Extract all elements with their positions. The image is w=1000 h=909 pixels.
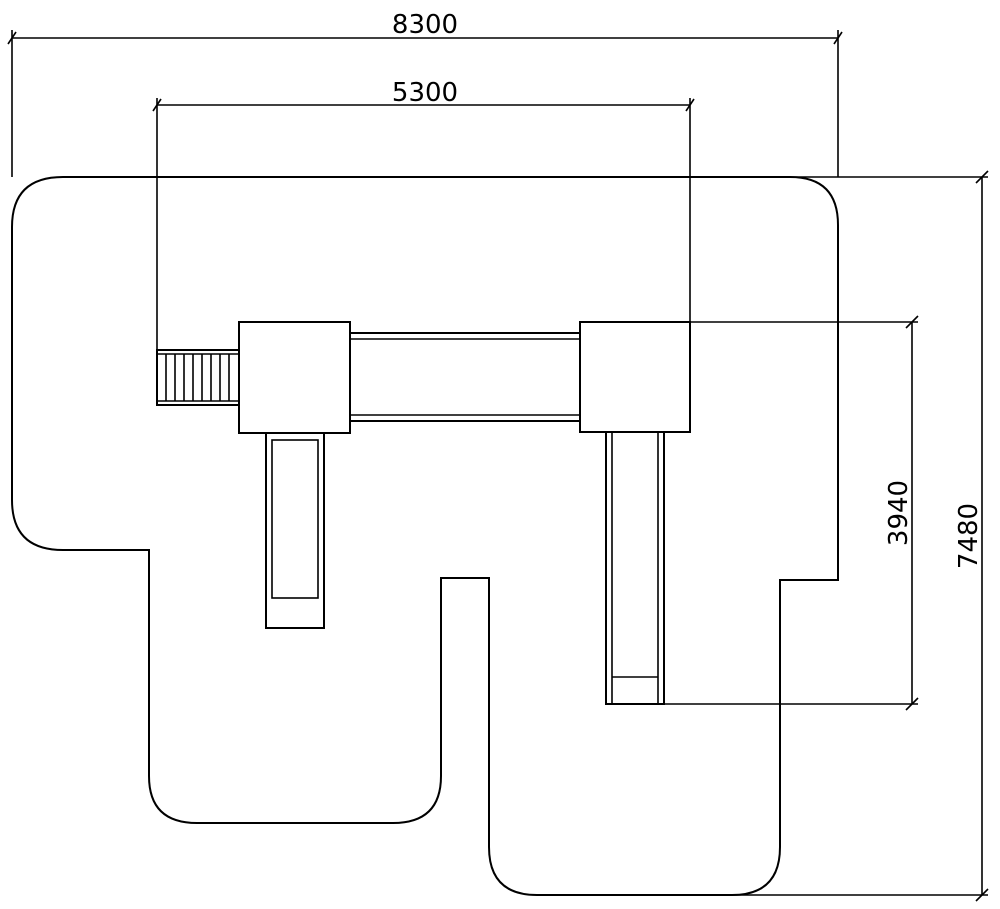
safety-zone-outline — [11, 176, 839, 896]
connecting-bridge — [349, 332, 581, 422]
structure-width-label: 5300 — [392, 78, 458, 108]
short-slide — [265, 432, 325, 629]
dimension-structure-width: 5300 — [152, 78, 695, 350]
dimension-structure-depth: 3940 — [664, 315, 919, 711]
long-slide — [605, 431, 665, 705]
overall-depth-label: 7480 — [954, 503, 984, 569]
left-tower-platform — [238, 321, 351, 434]
structure-depth-label: 3940 — [884, 480, 914, 546]
dimension-overall-depth: 7480 — [732, 170, 989, 902]
dimension-overall-width: 8300 — [7, 10, 843, 177]
right-tower-platform — [579, 321, 691, 433]
overall-width-label: 8300 — [392, 10, 458, 40]
access-ladder — [156, 349, 240, 406]
